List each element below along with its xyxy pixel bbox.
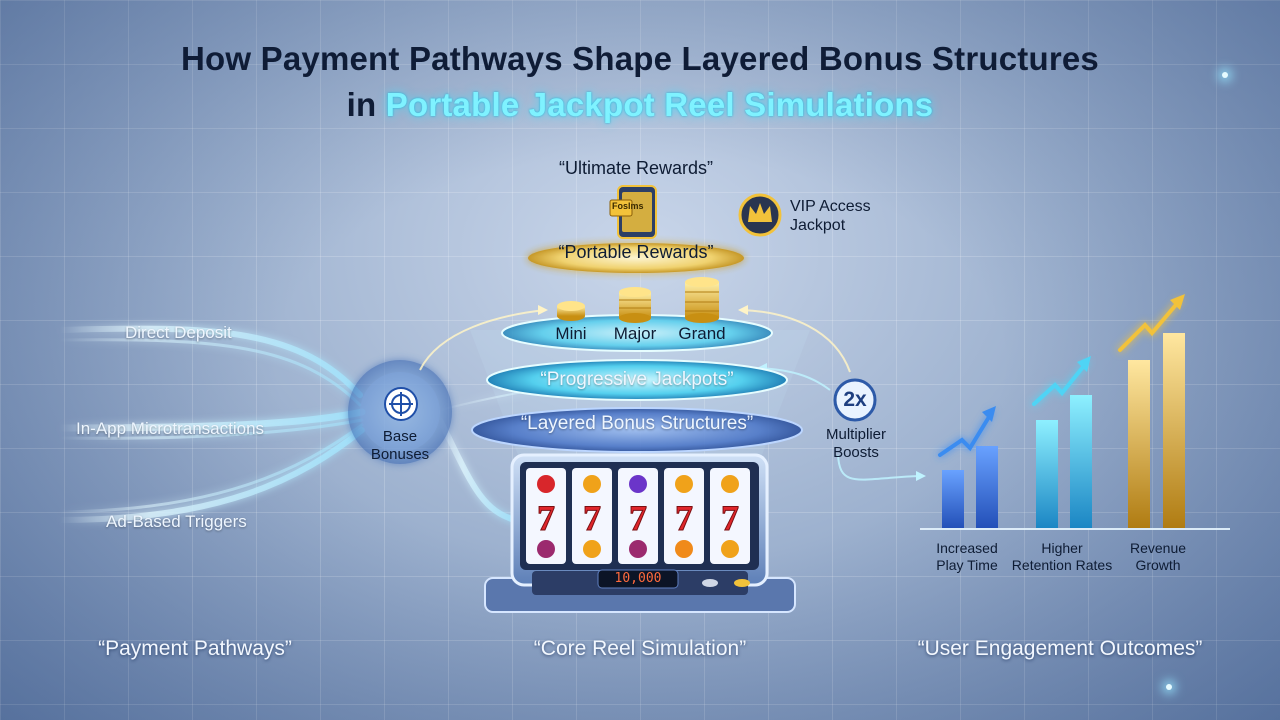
sparkle: [1222, 72, 1228, 78]
outcome-label-line1: Revenue: [1129, 540, 1187, 556]
subtitle-highlight: Portable Jackpot Reel Simulations: [385, 86, 934, 123]
bar: [1070, 395, 1092, 528]
page-title: How Payment Pathways Shape Layered Bonus…: [181, 40, 1099, 77]
vip-label: VIP Access Jackpot: [790, 197, 871, 235]
reel-seven: 7: [583, 498, 601, 538]
arrow-to-mini: [419, 309, 546, 371]
outcome-label-line1: Increased: [936, 540, 998, 556]
layered-disc: [472, 408, 802, 452]
ultimate-rewards-label: “Ultimate Rewards”: [558, 158, 714, 178]
outcome-label-line1: Higher: [1041, 540, 1083, 556]
tier-mini: Mini: [555, 324, 587, 343]
progressive-disc: [487, 360, 787, 400]
subtitle-prefix: in: [346, 86, 377, 123]
coin-stack-major: [619, 287, 651, 323]
layered-bonus-label: “Layered Bonus Structures”: [520, 413, 754, 434]
multiplier-label-line2: Boosts: [833, 444, 879, 461]
arrow-head-icon: [1077, 356, 1091, 372]
multiplier-label-line1: Multiplier: [825, 426, 886, 443]
reel: [618, 468, 658, 564]
bar: [1036, 420, 1058, 528]
hub-label-line2: Bonuses: [370, 446, 430, 463]
reel: [526, 468, 566, 564]
sparkle: [1166, 684, 1172, 690]
fruit-icon: [629, 475, 647, 493]
trend-arrows: [938, 298, 1182, 457]
outcome-retention: Higher Retention Rates: [1004, 540, 1120, 574]
fruit-icon: [721, 540, 739, 558]
fruit-icon: [721, 475, 739, 493]
jackpot-display: 10,000: [614, 571, 662, 586]
multiplier-badge: [833, 378, 877, 422]
reel-seven: 7: [721, 498, 739, 538]
fruit-icon: [537, 540, 555, 558]
fruit-icon: [583, 475, 601, 493]
reel: [664, 468, 704, 564]
outcome-play-time: Increased Play Time: [922, 540, 1012, 574]
portable-disc: [528, 243, 744, 273]
outcome-revenue: Revenue Growth: [1118, 540, 1198, 574]
arrow-head-icon: [1170, 294, 1185, 310]
pathway-in-app: In-App Microtransactions: [76, 419, 265, 438]
outcome-label-line2: Play Time: [936, 557, 998, 573]
hub-label-line1: Base: [382, 428, 418, 445]
section-core-reel: “Core Reel Simulation”: [533, 637, 747, 660]
progressive-jackpots-label: “Progressive Jackpots”: [540, 369, 734, 390]
hub-label: Base Bonuses: [352, 428, 448, 464]
fruit-icon: [675, 475, 693, 493]
portable-rewards-label: “Portable Rewards”: [558, 242, 714, 262]
vip-label-line1: VIP Access: [790, 198, 871, 215]
bar: [942, 470, 964, 528]
target-icon: [384, 387, 418, 421]
fruit-icon: [675, 540, 693, 558]
fruit-icon: [537, 475, 555, 493]
pathway-direct-deposit: Direct Deposit: [125, 323, 232, 342]
phone-label: Foslms: [612, 201, 644, 211]
multiplier-label: Multiplier Boosts: [810, 426, 902, 462]
outcome-label-line2: Growth: [1135, 557, 1181, 573]
fruit-icon: [629, 540, 647, 558]
bar: [1163, 333, 1185, 528]
pathway-ad-based: Ad-Based Triggers: [106, 512, 247, 531]
coin-stack-grand: [685, 277, 719, 323]
section-payment-pathways: “Payment Pathways”: [98, 637, 292, 660]
tier-major: Major: [613, 324, 657, 343]
page-subtitle: in Portable Jackpot Reel Simulations: [0, 86, 1280, 124]
reel-seven: 7: [629, 498, 647, 538]
multiplier-value: 2x: [843, 388, 867, 411]
arrow-to-grand: [741, 309, 851, 373]
reel: [710, 468, 750, 564]
outcome-label-line2: Retention Rates: [1011, 557, 1113, 573]
vip-label-line2: Jackpot: [790, 217, 846, 234]
payment-streams: [56, 325, 641, 523]
bar: [976, 446, 998, 528]
arrow-head-icon: [982, 406, 996, 422]
tier-disc: [502, 315, 772, 351]
bar: [1128, 360, 1150, 528]
reel-seven: 7: [537, 498, 555, 538]
section-user-engagement: “User Engagement Outcomes”: [917, 637, 1203, 660]
reel-seven: 7: [675, 498, 693, 538]
coin-stack-mini: [557, 301, 585, 321]
fruit-icon: [583, 540, 601, 558]
phone-icon: [609, 185, 657, 239]
tier-grand: Grand: [678, 324, 726, 343]
crown-icon: [738, 193, 782, 237]
reel: [572, 468, 612, 564]
outcome-bars: [920, 333, 1230, 530]
